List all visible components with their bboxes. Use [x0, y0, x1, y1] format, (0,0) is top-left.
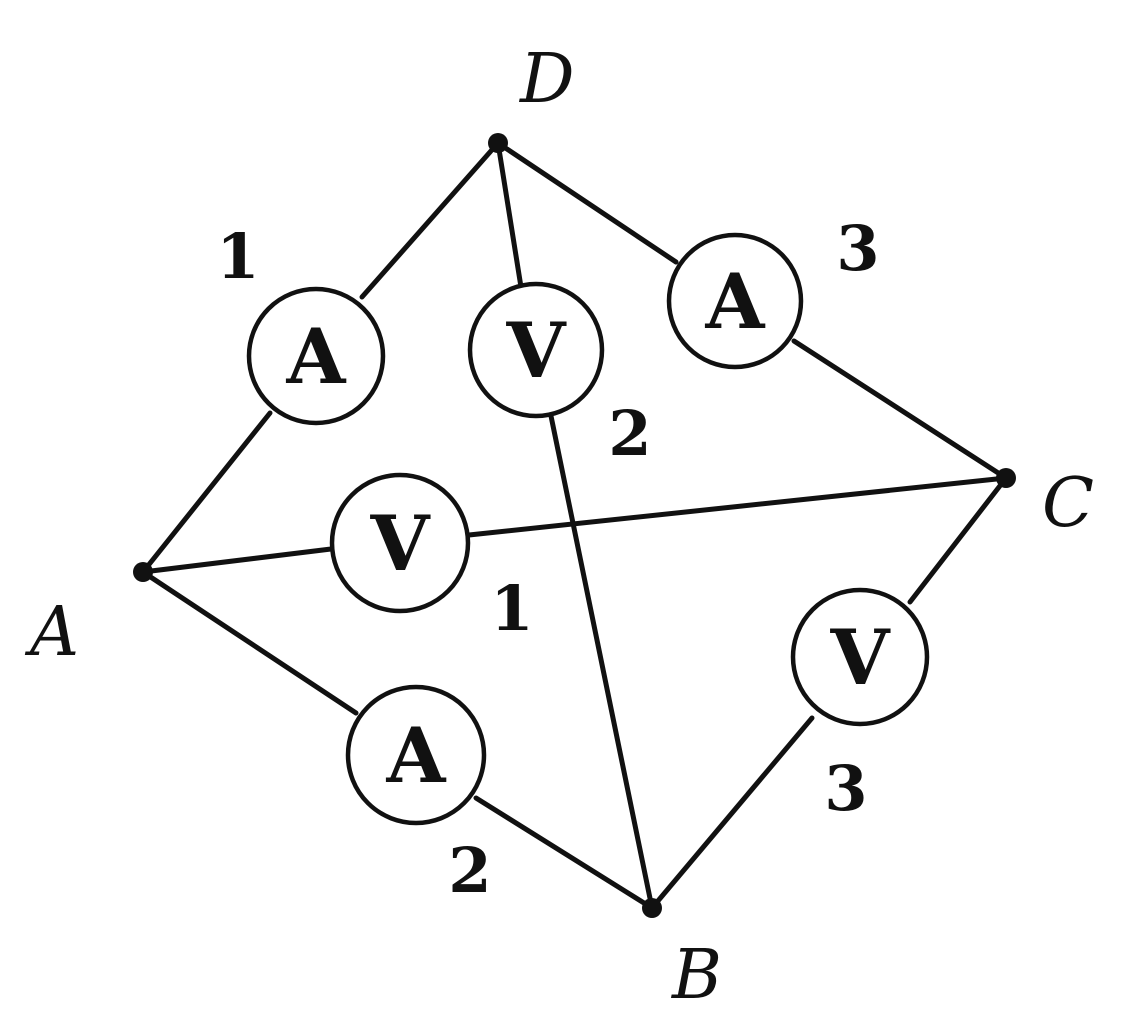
ammeter-3-letter: A: [705, 257, 766, 346]
voltmeter-1-number: 1: [490, 572, 533, 645]
wire-d-voltmeter-2: [495, 140, 524, 290]
node-labels: A B C D: [24, 40, 1094, 1015]
ammeter-1-letter: A: [286, 312, 347, 401]
node-label-a: A: [24, 593, 79, 672]
node-label-b: B: [670, 936, 722, 1015]
ammeter-3: A 3: [666, 212, 880, 370]
wire-a-ammeter-1: [140, 410, 273, 575]
wires: [140, 140, 1009, 911]
ammeter-2-letter: A: [386, 711, 447, 800]
wire-ammeter-2-b: [473, 795, 655, 911]
ammeter-1-circle: [246, 286, 386, 426]
ammeter-3-number: 3: [836, 212, 879, 285]
wire-ammeter-1-d: [359, 140, 501, 300]
voltmeter-2-number: 2: [608, 397, 651, 470]
voltmeter-1-circle: [329, 472, 471, 614]
node-dot-a: [133, 562, 153, 582]
voltmeter-1-letter: V: [370, 499, 432, 588]
wire-a-ammeter-2: [140, 569, 359, 716]
junction-dots: [133, 133, 1016, 918]
voltmeter-3-letter: V: [830, 613, 892, 702]
voltmeter-2-circle: [467, 281, 605, 419]
voltmeter-3-circle: [790, 587, 930, 727]
wire-voltmeter-2-b: [548, 413, 655, 911]
wire-b-voltmeter-3: [649, 715, 815, 911]
ammeter-2-number: 2: [448, 834, 491, 907]
wire-voltmeter-1-c: [466, 475, 1009, 538]
wire-ammeter-3-c: [791, 338, 1009, 481]
node-dot-b: [642, 898, 662, 918]
wire-voltmeter-3-c: [907, 475, 1009, 605]
ammeter-1-number: 1: [216, 220, 259, 293]
node-dot-c: [996, 468, 1016, 488]
voltmeter-3: V 3: [790, 587, 930, 825]
node-dot-d: [488, 133, 508, 153]
voltmeter-1: V 1: [329, 472, 534, 645]
wire-d-ammeter-3: [495, 140, 679, 265]
voltmeter-2: V 2: [467, 281, 652, 470]
node-label-d: D: [518, 40, 575, 119]
ammeter-2: A 2: [345, 684, 492, 907]
ammeter-2-circle: [345, 684, 487, 826]
ammeter-3-circle: [666, 232, 804, 370]
node-label-c: C: [1042, 464, 1094, 543]
wire-a-voltmeter-1: [140, 546, 334, 575]
voltmeter-2-letter: V: [506, 306, 568, 395]
voltmeter-3-number: 3: [824, 752, 867, 825]
ammeter-1: A 1: [216, 220, 386, 426]
